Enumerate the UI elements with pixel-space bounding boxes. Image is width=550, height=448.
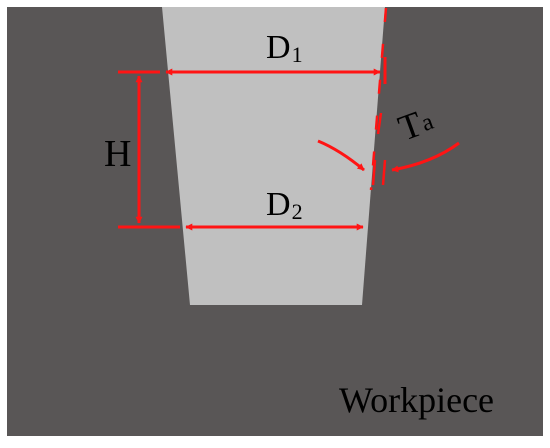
hole-wall-line (369, 7, 388, 191)
ta-tick-left (371, 159, 377, 186)
ta-tick-right (381, 159, 387, 186)
ta-arrow-right (391, 141, 460, 173)
d1-label: D1 (266, 29, 303, 67)
tapered-hole (162, 7, 385, 305)
d2-label: D2 (266, 186, 303, 224)
workpiece-label: Workpiece (339, 380, 494, 420)
height-label: H (104, 133, 131, 175)
ta-arrow-left (317, 139, 365, 172)
ta-tick-upper (376, 112, 383, 135)
